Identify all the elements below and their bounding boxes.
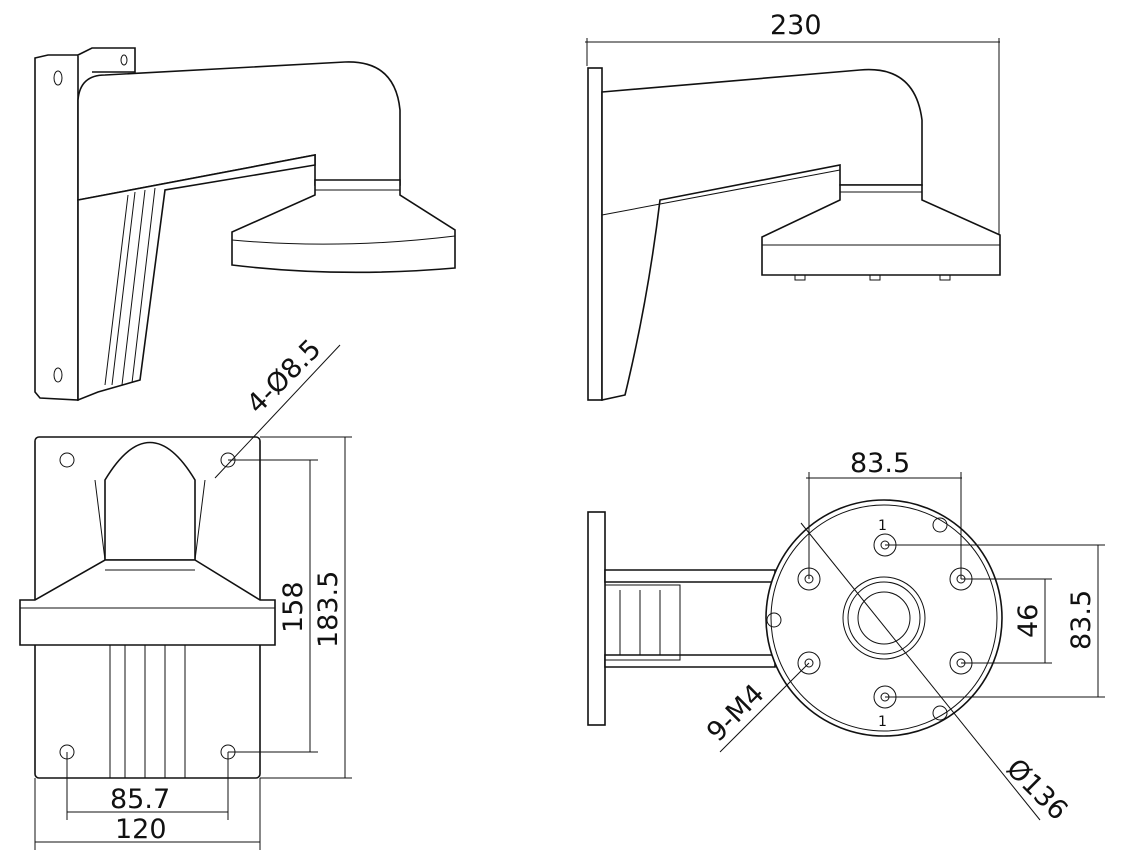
perspective-view	[34, 47, 456, 402]
hole-spacing-vertical: 158	[278, 581, 309, 633]
base-spacing-horizontal: 83.5	[850, 448, 910, 479]
plate-height: 183.5	[313, 571, 344, 648]
marker-bottom: 1	[878, 714, 887, 730]
base-threads-callout: 9-M4	[701, 678, 771, 748]
base-spacing-inner-vertical: 46	[1013, 604, 1044, 638]
hole-spacing-horizontal: 85.7	[110, 784, 170, 815]
side-view: 230	[585, 10, 1001, 401]
front-view: 158 183.5 85.7 120 4-Ø8.5	[19, 334, 352, 850]
base-view: 1 1 83.5 46 83.5 Ø136 9-M4	[587, 448, 1105, 826]
base-spacing-outer-vertical: 83.5	[1066, 590, 1097, 650]
side-width-dimension: 230	[770, 10, 822, 41]
plate-width: 120	[115, 814, 167, 845]
marker-top: 1	[878, 518, 887, 534]
mount-holes-callout: 4-Ø8.5	[241, 334, 327, 420]
